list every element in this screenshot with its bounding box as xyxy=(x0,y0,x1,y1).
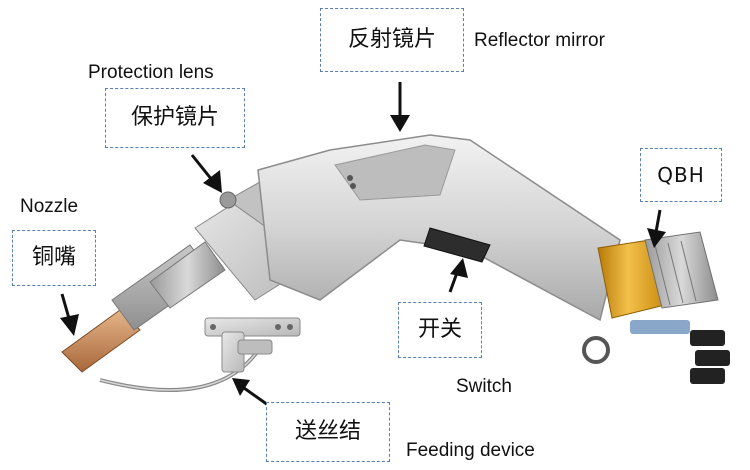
protection-lens-cn-label: 保护镜片 xyxy=(105,88,245,148)
switch-en-label: Switch xyxy=(456,376,512,397)
arrow-switch xyxy=(448,258,468,293)
arrow-qbh xyxy=(647,209,666,248)
wire-feed-tube xyxy=(99,343,264,393)
feeding-device-cn-label: 送丝结 xyxy=(266,402,390,462)
arrow-protection xyxy=(190,154,222,193)
nozzle-assembly xyxy=(61,241,226,373)
pointer-arrows xyxy=(60,82,666,407)
qbh-label: QBH xyxy=(640,148,722,202)
trigger-switch xyxy=(423,227,491,263)
reflector-mirror-en-label: Reflector mirror xyxy=(474,30,605,51)
feeder-bracket xyxy=(204,317,301,373)
switch-cn-label: 开关 xyxy=(398,302,482,358)
arrow-nozzle xyxy=(60,293,79,336)
gun-body xyxy=(257,134,621,322)
qbh-connector xyxy=(597,231,719,319)
nozzle-en-label: Nozzle xyxy=(20,196,79,217)
arrow-feeder xyxy=(232,378,269,407)
reflector-mirror-cn-label: 反射镜片 xyxy=(320,8,464,72)
arrow-reflector xyxy=(390,82,410,132)
rear-fittings xyxy=(582,320,730,384)
feeding-device-en-label: Feeding device xyxy=(406,440,535,461)
nozzle-cn-label: 铜嘴 xyxy=(12,230,96,286)
protection-lens-en-label: Protection lens xyxy=(88,62,214,83)
